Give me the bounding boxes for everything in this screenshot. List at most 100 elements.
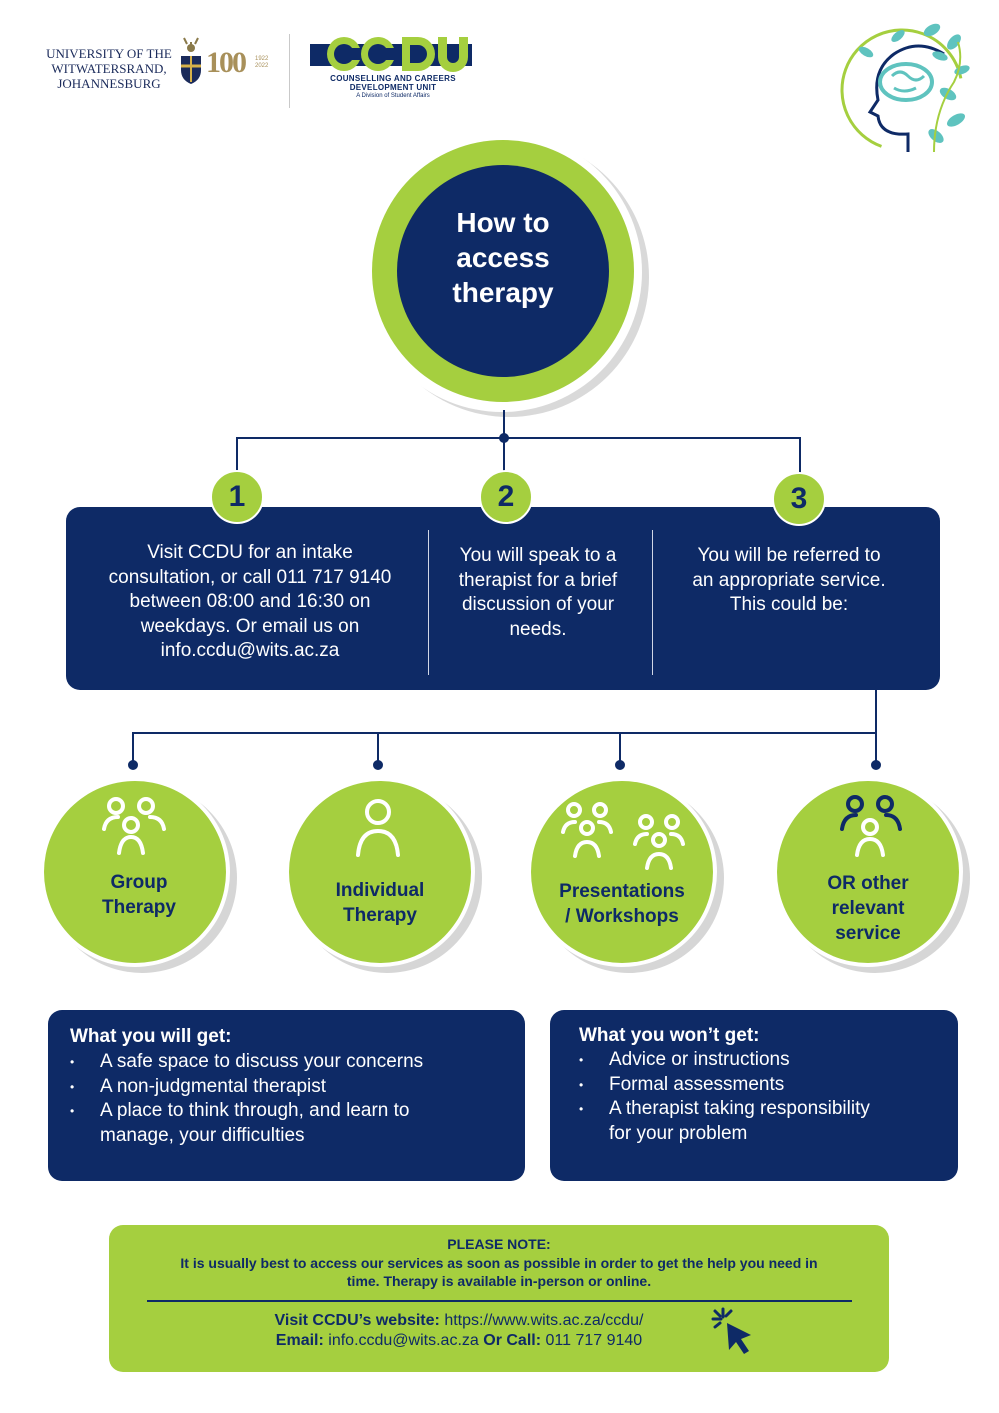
connector-dot-service-1 (128, 760, 138, 770)
centenary-years: 1922 2022 (255, 56, 268, 70)
service-1-label-line: Therapy (102, 897, 176, 918)
step-divider-2 (652, 530, 653, 675)
service-individual-therapy (289, 781, 471, 963)
step-divider-1 (428, 530, 429, 675)
service-4-label: OR other relevant service (793, 871, 943, 946)
step-2-badge: 2 (479, 470, 533, 524)
ccdu-name-line-1: COUNSELLING AND CAREERS (330, 74, 456, 83)
list-item-continued: manage, your difficulties (100, 1124, 305, 1146)
connector-services-horizontal (132, 732, 877, 734)
year-start: 1922 (255, 56, 269, 62)
university-line-1: UNIVERSITY OF THE (46, 46, 172, 61)
ccdu-name: COUNSELLING AND CAREERS DEVELOPMENT UNIT (318, 74, 468, 92)
step-3-text: You will be referred to an appropriate s… (660, 544, 918, 618)
list-item-continued: for your problem (609, 1122, 748, 1144)
wits-crest-icon (181, 37, 201, 84)
steps-panel (66, 507, 940, 690)
centenary-mark: 100 (206, 46, 247, 79)
step-1-line: Visit CCDU for an intake (147, 542, 353, 563)
step-1-text: Visit CCDU for an intake consultation, o… (76, 541, 424, 664)
step-1-line: weekdays. Or email us on (140, 615, 360, 637)
list-item: Advice or instructions (557, 1048, 957, 1073)
service-group-therapy (44, 781, 226, 963)
wits-logo-text: UNIVERSITY OF THE WITWATERSRAND, JOHANNE… (34, 46, 184, 91)
email-label: Email: (275, 1332, 324, 1349)
note-divider (147, 1300, 852, 1302)
connector-services-stem (875, 690, 877, 734)
note-title: PLEASE NOTE: (447, 1236, 551, 1252)
connector-service-2 (377, 732, 379, 764)
note-body: It is usually best to access our service… (119, 1254, 879, 1290)
note-panel: PLEASE NOTE: It is usually best to acces… (109, 1225, 889, 1372)
connector-step-1 (236, 437, 238, 473)
wont-get-list: Advice or instructions Formal assessment… (557, 1048, 957, 1146)
person-icon (356, 799, 400, 857)
will-get-heading: What you will get: (70, 1026, 232, 1047)
service-other (777, 781, 959, 963)
step-1-line: between 08:00 and 16:30 on (129, 591, 371, 612)
will-get-list: A safe space to discuss your concerns A … (48, 1050, 525, 1148)
service-presentations-workshops (531, 781, 713, 963)
service-1-label: Group Therapy (64, 870, 214, 920)
website-label: Visit CCDU’s website: (274, 1312, 440, 1329)
step-2-line: You will speak to a (459, 545, 617, 566)
will-get-panel: What you will get: A safe space to discu… (48, 1010, 525, 1181)
connector-dot-service-4 (871, 760, 881, 770)
list-item: A place to think through, and learn to (48, 1099, 525, 1124)
connector-step-2 (503, 437, 505, 473)
step-3-line: You will be referred to (697, 545, 881, 566)
step-2-line: therapist for a brief (458, 569, 618, 591)
phone-number[interactable]: 011 717 9140 (545, 1332, 643, 1349)
step-1-line: consultation, or call 011 717 9140 (108, 566, 392, 588)
people-icon (840, 795, 902, 857)
connector-service-1 (132, 732, 134, 764)
note-body-line: time. Therapy is available in-person or … (346, 1273, 652, 1289)
note-website-line: Visit CCDU’s website: https://www.wits.a… (199, 1312, 719, 1330)
year-end: 2022 (255, 63, 269, 69)
wont-get-heading: What you won’t get: (579, 1025, 760, 1046)
university-line-3: JOHANNESBURG (57, 76, 161, 91)
connector-service-3 (619, 732, 621, 764)
service-4-label-line: relevant (831, 898, 905, 919)
list-item: Formal assessments (557, 1073, 957, 1098)
service-3-label: Presentations / Workshops (538, 879, 706, 929)
service-2-label-line: Therapy (343, 905, 417, 926)
cursor-click-icon (711, 1307, 751, 1354)
service-4-label-line: OR other (827, 873, 909, 894)
page-title: How to access therapy (397, 205, 609, 310)
connector-dot-service-2 (373, 760, 383, 770)
service-2-label: Individual Therapy (305, 878, 455, 928)
step-1-line: info.ccdu@wits.ac.za (160, 640, 340, 661)
step-2-text: You will speak to a therapist for a brie… (432, 544, 644, 642)
mind-head-icon (840, 23, 970, 153)
wont-get-panel: What you won’t get: Advice or instructio… (550, 1010, 958, 1181)
header-divider (289, 34, 290, 108)
step-3-line: an appropriate service. (692, 569, 886, 591)
connector-step-3 (799, 437, 801, 473)
website-link[interactable]: https://www.wits.ac.za/ccdu/ (444, 1312, 644, 1329)
step-3-line: This could be: (729, 594, 849, 615)
step-2-line: needs. (509, 618, 567, 640)
service-3-label-line: Presentations (559, 881, 685, 902)
connector-dot-service-3 (615, 760, 625, 770)
title-line-3: therapy (452, 277, 554, 308)
note-contact-line: Email: info.ccdu@wits.ac.za Or Call: 011… (199, 1332, 719, 1350)
email-link[interactable]: info.ccdu@wits.ac.za (328, 1332, 479, 1349)
step-2-line: discussion of your (461, 594, 615, 615)
call-label: Or Call: (483, 1332, 542, 1349)
note-body-line: It is usually best to access our service… (180, 1255, 818, 1271)
title-line-2: access (456, 242, 550, 273)
ccdu-division: A Division of Student Affairs (356, 93, 430, 99)
ccdu-logo-icon (310, 37, 472, 72)
connector-steps-horizontal (236, 437, 801, 439)
list-item: A safe space to discuss your concerns (48, 1050, 525, 1075)
step-1-badge: 1 (210, 470, 264, 524)
audience-icon (561, 802, 685, 870)
service-4-label-line: service (835, 923, 901, 944)
service-3-label-line: / Workshops (565, 906, 679, 927)
connector-service-4 (875, 732, 877, 764)
university-line-2: WITWATERSRAND, (51, 61, 167, 76)
ccdu-name-line-2: DEVELOPMENT UNIT (349, 83, 437, 92)
service-1-label-line: Group (110, 872, 168, 893)
connector-title-stem (503, 410, 505, 438)
